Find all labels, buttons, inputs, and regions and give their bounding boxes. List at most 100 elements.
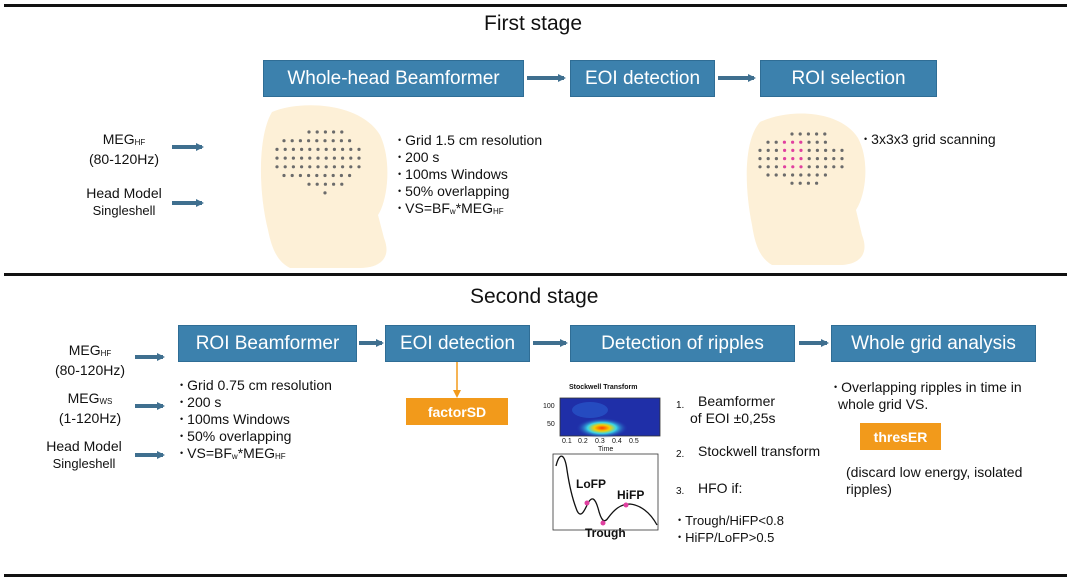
grid-dot [840, 157, 844, 161]
s2-params-list: •Grid 0.75 cm resolution •200 s •100ms W… [180, 377, 332, 461]
stockwell-xtick-3: 0.3 [595, 438, 605, 445]
grid-dot [340, 182, 344, 186]
hifp-label: HiFP [617, 488, 645, 502]
grid-dot [766, 173, 770, 177]
grid-dot [323, 191, 327, 195]
eoi-detection-box-stage1: EOI detection [570, 60, 715, 97]
detection-of-ripples-box: Detection of ripples [570, 325, 795, 362]
grid-dot [348, 139, 352, 143]
roi-beamformer-box: ROI Beamformer [178, 325, 357, 362]
grid-dot [357, 165, 361, 169]
grid-dot [341, 156, 345, 160]
grid-dot [315, 130, 319, 134]
grid-analysis-note: •Overlapping ripples in time in whole gr… [834, 379, 1022, 412]
grid-dot [315, 182, 319, 186]
roi-dot [799, 157, 803, 161]
s1-head-model-label: Head Model Singleshell [86, 185, 162, 218]
grid-dot [806, 132, 811, 136]
roi-dot [799, 140, 803, 144]
grid-dot [324, 147, 328, 151]
grid-dot [815, 157, 820, 161]
grid-dot [349, 156, 353, 160]
roi-dot [791, 157, 795, 161]
s2-meg-hf-label: MEGHF (80-120Hz) [54, 342, 126, 378]
grid-dot [807, 140, 811, 144]
grid-dot [807, 165, 811, 169]
stockwell-ytick-50: 50 [547, 421, 555, 428]
grid-dot [798, 181, 802, 185]
grid-dot [815, 173, 819, 177]
step-3-text: HFO if: [698, 480, 743, 496]
hfo-criteria-list: •Trough/HiFP<0.8 •HiFP/LoFP>0.5 [678, 513, 785, 545]
grid-dot [815, 148, 820, 152]
grid-dot [840, 148, 844, 152]
trough-label: Trough [585, 526, 626, 540]
step-2-text: Stockwell transform [698, 443, 821, 459]
grid-dot [799, 173, 803, 177]
filtered-signal-trace [552, 453, 659, 531]
stockwell-xtick-1: 0.1 [562, 438, 572, 445]
grid-dot [815, 132, 819, 136]
grid-dot [791, 173, 795, 177]
factor-sd-badge: factorSD [406, 398, 508, 425]
grid-dot [298, 139, 302, 143]
grid-dot [307, 173, 311, 178]
grid-dot [315, 173, 319, 178]
grid-dot [840, 165, 844, 169]
whole-grid-analysis-box: Whole grid analysis [831, 325, 1036, 362]
grid-dot [357, 156, 361, 160]
roi-selection-box: ROI selection [760, 60, 937, 97]
s2-head-model-label: Head Model Singleshell [46, 438, 122, 471]
s2-meg-ws-label: MEGWS (1-120Hz) [58, 390, 122, 426]
stockwell-ytick-100: 100 [543, 403, 555, 410]
grid-dot [332, 147, 336, 151]
stage2-title: Second stage [470, 285, 599, 308]
grid-dot [332, 130, 336, 134]
step-3-number: 3. [676, 486, 685, 497]
grid-dot [340, 130, 344, 134]
grid-dot [815, 165, 820, 169]
grid-dot [283, 156, 287, 160]
grid-dot [308, 147, 312, 151]
grid-dot [282, 173, 286, 178]
grid-dot [307, 130, 311, 134]
grid-dot [758, 165, 762, 169]
grid-dot [324, 156, 328, 160]
grid-dot [824, 165, 828, 169]
s1-meg-hf-label: MEGHF (80-120Hz) [88, 131, 160, 167]
roi-dot [799, 148, 803, 152]
grid-dot [275, 147, 279, 151]
grid-dot [766, 140, 770, 144]
roi-dot [799, 165, 803, 169]
eoi-detection-box-stage2: EOI detection [385, 325, 530, 362]
roi-dot [783, 157, 787, 161]
grid-dot [341, 147, 345, 151]
grid-dot [832, 165, 836, 169]
thres-er-badge: thresER [860, 423, 941, 450]
grid-dot [290, 139, 294, 143]
grid-dot [832, 148, 836, 152]
grid-dot [316, 147, 320, 151]
lofp-label: LoFP [576, 477, 606, 491]
grid-dot [798, 132, 802, 136]
stage1-title: First stage [484, 12, 583, 35]
stockwell-xtick-2: 0.2 [578, 438, 588, 445]
roi-dot [783, 165, 787, 169]
grid-dot [332, 182, 336, 186]
grid-dot [790, 181, 794, 185]
middle-rule [4, 273, 1067, 276]
roi-dot [782, 140, 787, 144]
bottom-rule [4, 574, 1067, 577]
top-rule [4, 4, 1067, 7]
grid-dot [348, 173, 352, 178]
stockwell-xlabel: Time [598, 446, 614, 453]
grid-dot [282, 139, 286, 143]
grid-dot [300, 147, 304, 151]
grid-dot [774, 165, 779, 169]
grid-dot [339, 173, 343, 178]
roi-dot [791, 140, 795, 144]
grid-dot [323, 130, 327, 134]
grid-dot [807, 173, 811, 177]
grid-dot [316, 165, 320, 169]
